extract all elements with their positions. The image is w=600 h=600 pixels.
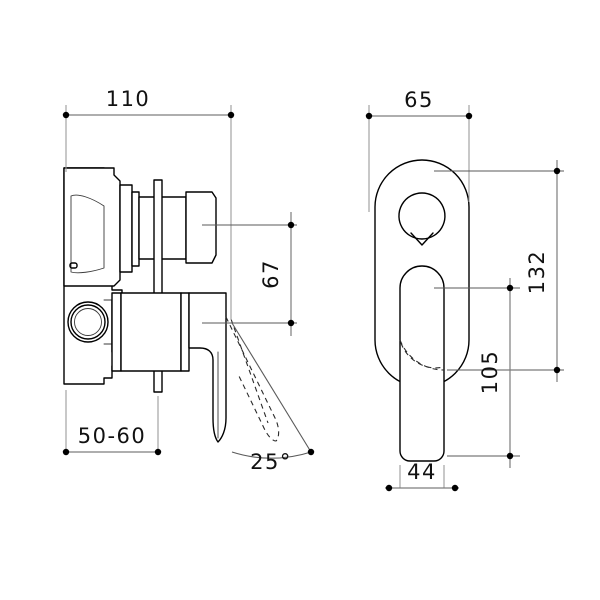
dim-67-dot-bottom — [287, 319, 295, 327]
dim-110-dot-right — [227, 111, 235, 119]
dim-44-dot-right — [451, 484, 459, 492]
dim-105-dot-bottom — [506, 452, 514, 460]
lower-ring-outer — [67, 301, 109, 343]
dimension-132: 132 — [434, 160, 564, 382]
diverter-knob-cap — [185, 191, 217, 264]
lever-rotated-inner-edge — [230, 318, 269, 424]
dim-65-dot-left — [365, 112, 373, 120]
body-slot-detail — [69, 262, 78, 269]
dim-25-label: 25° — [250, 450, 292, 474]
dimension-67: 67 — [202, 212, 297, 336]
dim-110-dot-left — [62, 111, 70, 119]
lower-ring-inner — [74, 308, 102, 336]
dim-65-dot-right — [465, 112, 473, 120]
dim-44-label: 44 — [407, 460, 437, 484]
dim-5060-label: 50-60 — [78, 424, 147, 448]
dimension-25-deg: 25° — [231, 322, 315, 474]
diverter-button-notch — [410, 232, 434, 246]
side-elevation-view: 110 50-60 67 25° — [62, 87, 315, 474]
lever-handle-side-profile — [188, 292, 227, 443]
lever-rotated-outline — [225, 316, 280, 442]
plate-bottom-hidden-edge — [399, 339, 445, 371]
dimension-50-60: 50-60 — [62, 390, 162, 456]
dim-67-dot-top — [287, 221, 295, 229]
dim-132-dot-bottom — [553, 366, 561, 374]
dim-5060-dot-left — [62, 448, 70, 456]
diverter-stem-base — [119, 184, 133, 273]
dim-105-dot-top — [506, 284, 514, 292]
plate-bottom-hidden-arc — [400, 342, 444, 369]
dim-25-angle-leg — [231, 322, 312, 453]
dim-110-label: 110 — [106, 87, 151, 111]
dimension-65: 65 — [365, 88, 473, 212]
dimension-110: 110 — [62, 87, 235, 320]
dim-65-label: 65 — [404, 88, 434, 112]
diverter-stem-neck — [131, 191, 140, 267]
dim-105-label: 105 — [478, 350, 502, 395]
dim-5060-dot-right — [154, 448, 162, 456]
dim-67-label: 67 — [259, 259, 283, 289]
lever-handle-front-face — [399, 265, 445, 462]
dimension-105: 105 — [434, 278, 520, 468]
dim-25-arc — [231, 451, 312, 459]
lever-hub-base — [111, 292, 122, 372]
lever-hub-body — [120, 292, 182, 372]
lever-collar — [180, 292, 190, 372]
front-elevation-view: 65 132 105 44 — [365, 88, 564, 492]
dim-44-dot-left — [385, 484, 393, 492]
dim-132-dot-top — [553, 167, 561, 175]
diverter-button-circle — [398, 192, 446, 240]
dim-132-label: 132 — [525, 250, 549, 295]
lower-ring-mid — [70, 304, 106, 340]
dimension-44: 44 — [385, 460, 459, 492]
dim-25-dot — [307, 448, 315, 456]
lower-body-profile — [103, 299, 113, 345]
upper-collar-profile — [70, 194, 105, 274]
